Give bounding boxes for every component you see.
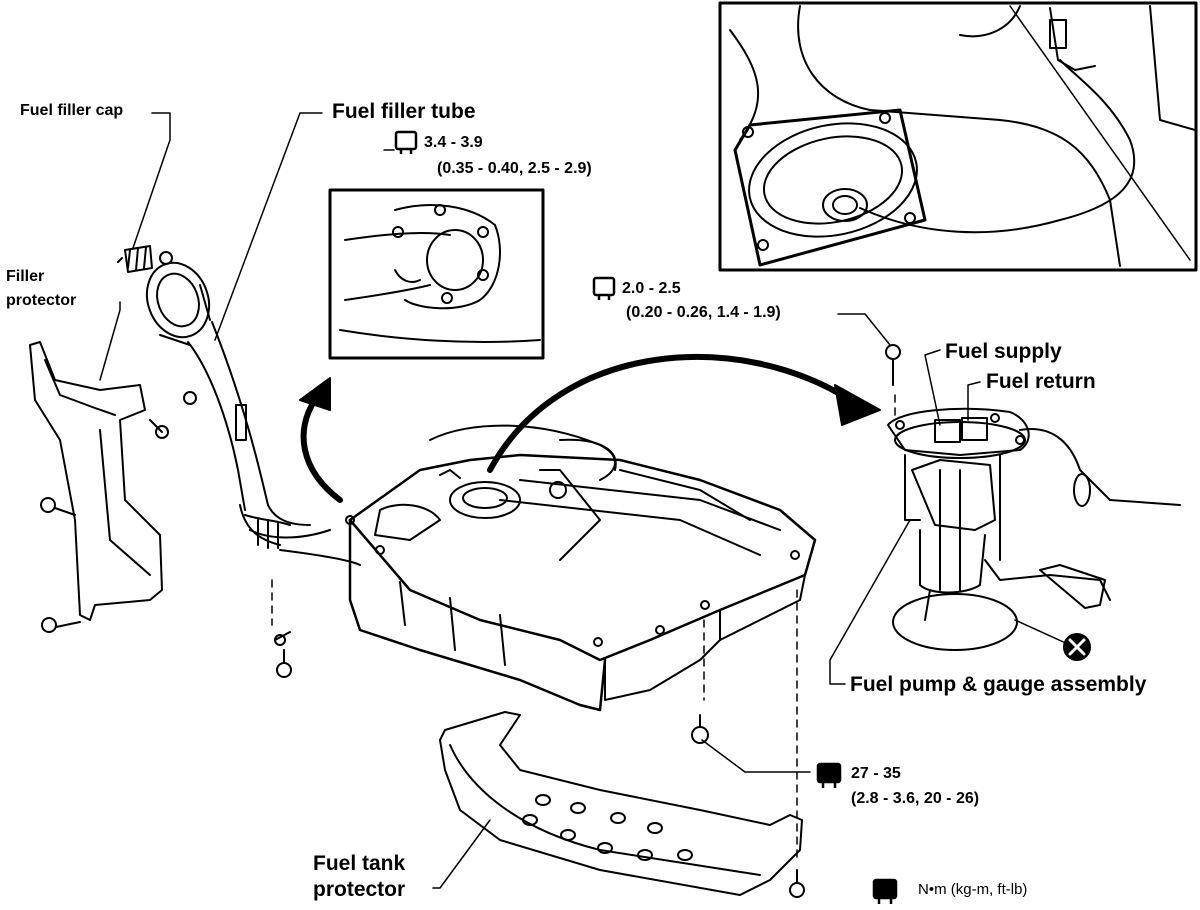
fuel-tank-drawing (345, 424, 817, 712)
fuel-return-label: Fuel return (986, 370, 1096, 393)
torque-pump-value: 2.0 - 2.5 (622, 280, 681, 297)
torque-filler-tube-value: 3.4 - 3.9 (424, 134, 483, 151)
access-hole-detail-inset (718, 1, 1198, 272)
fuel-filler-cap-label: Fuel filler cap (20, 102, 124, 119)
torque-protector-units: (2.8 - 3.6, 20 - 26) (851, 790, 980, 807)
torque-pump-units: (0.20 - 0.26, 1.4 - 1.9) (626, 304, 781, 321)
fuel-filler-cap-drawing (117, 245, 173, 273)
filler-protector-label-line1: Filler (6, 268, 45, 285)
filler-tube-flange-detail-inset (328, 188, 545, 360)
alignment-lines (271, 394, 896, 861)
torque-wrench-icon (872, 878, 898, 904)
fuel-filler-tube-label: Fuel filler tube (332, 100, 476, 123)
filler-protector-label-line2: protector (6, 292, 77, 309)
torque-wrench-icon (592, 276, 616, 300)
torque-wrench-icon (816, 762, 842, 788)
torque-filler-tube-units: (0.35 - 0.40, 2.5 - 2.9) (437, 160, 592, 177)
torque-wrench-icons (394, 130, 898, 904)
fuel-tank-protector-label-line2: protector (313, 878, 406, 901)
filler-protector-drawing (29, 341, 169, 633)
torque-wrench-icon (394, 130, 418, 154)
torque-protector-value: 27 - 35 (851, 765, 901, 782)
fuel-tank-protector-drawing (439, 711, 803, 896)
units-legend: N•m (kg-m, ft-lb) (918, 881, 1028, 898)
fuel-supply-label: Fuel supply (945, 340, 1062, 363)
fuel-pump-gauge-assembly-label: Fuel pump & gauge assembly (850, 673, 1147, 696)
fuel-pump-gauge-assembly-drawing (887, 407, 1181, 651)
do-not-reuse-icon (1063, 633, 1091, 661)
direction-arrows (299, 353, 881, 503)
leader-lines (99, 112, 1071, 889)
fuel-filler-tube-drawing (145, 261, 361, 566)
fasteners (274, 344, 901, 898)
fuel-tank-protector-label-line1: Fuel tank (313, 852, 406, 875)
